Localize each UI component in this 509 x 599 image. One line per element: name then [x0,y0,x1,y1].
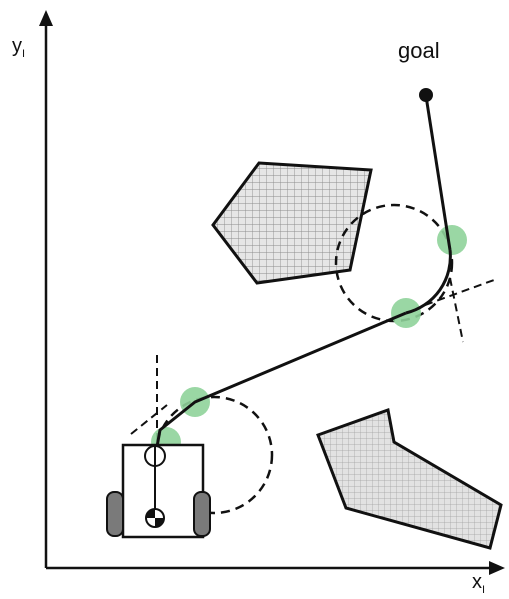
y-axis-arrowhead [39,10,53,26]
coordinate-axes [39,10,505,575]
planned-path-to-goal [424,95,452,251]
goal-label: goal [398,38,440,63]
goal-point-icon [419,88,433,102]
planned-path-arc [405,249,452,315]
robot-center-marker [145,508,165,528]
tangent-point-goal-side [437,225,467,255]
goal-normal-dashed-line [449,277,464,343]
obstacle-chevron [316,407,503,550]
tangent-extension-dashed-line-left [130,404,168,435]
x-axis-label: xI [472,571,485,596]
y-axis-subscript: I [22,48,25,60]
avoidance-circle-obstacle [334,203,454,323]
y-axis-label: yI [12,35,25,60]
x-axis-subscript: I [482,584,485,596]
robot-left-wheel [106,491,124,537]
obstacle-pentagon [211,161,373,285]
x-axis-arrowhead [489,561,505,575]
robot-right-wheel [193,491,211,537]
differential-drive-robot-icon [106,443,211,539]
tangent-extension-dashed-line-right [424,279,495,306]
